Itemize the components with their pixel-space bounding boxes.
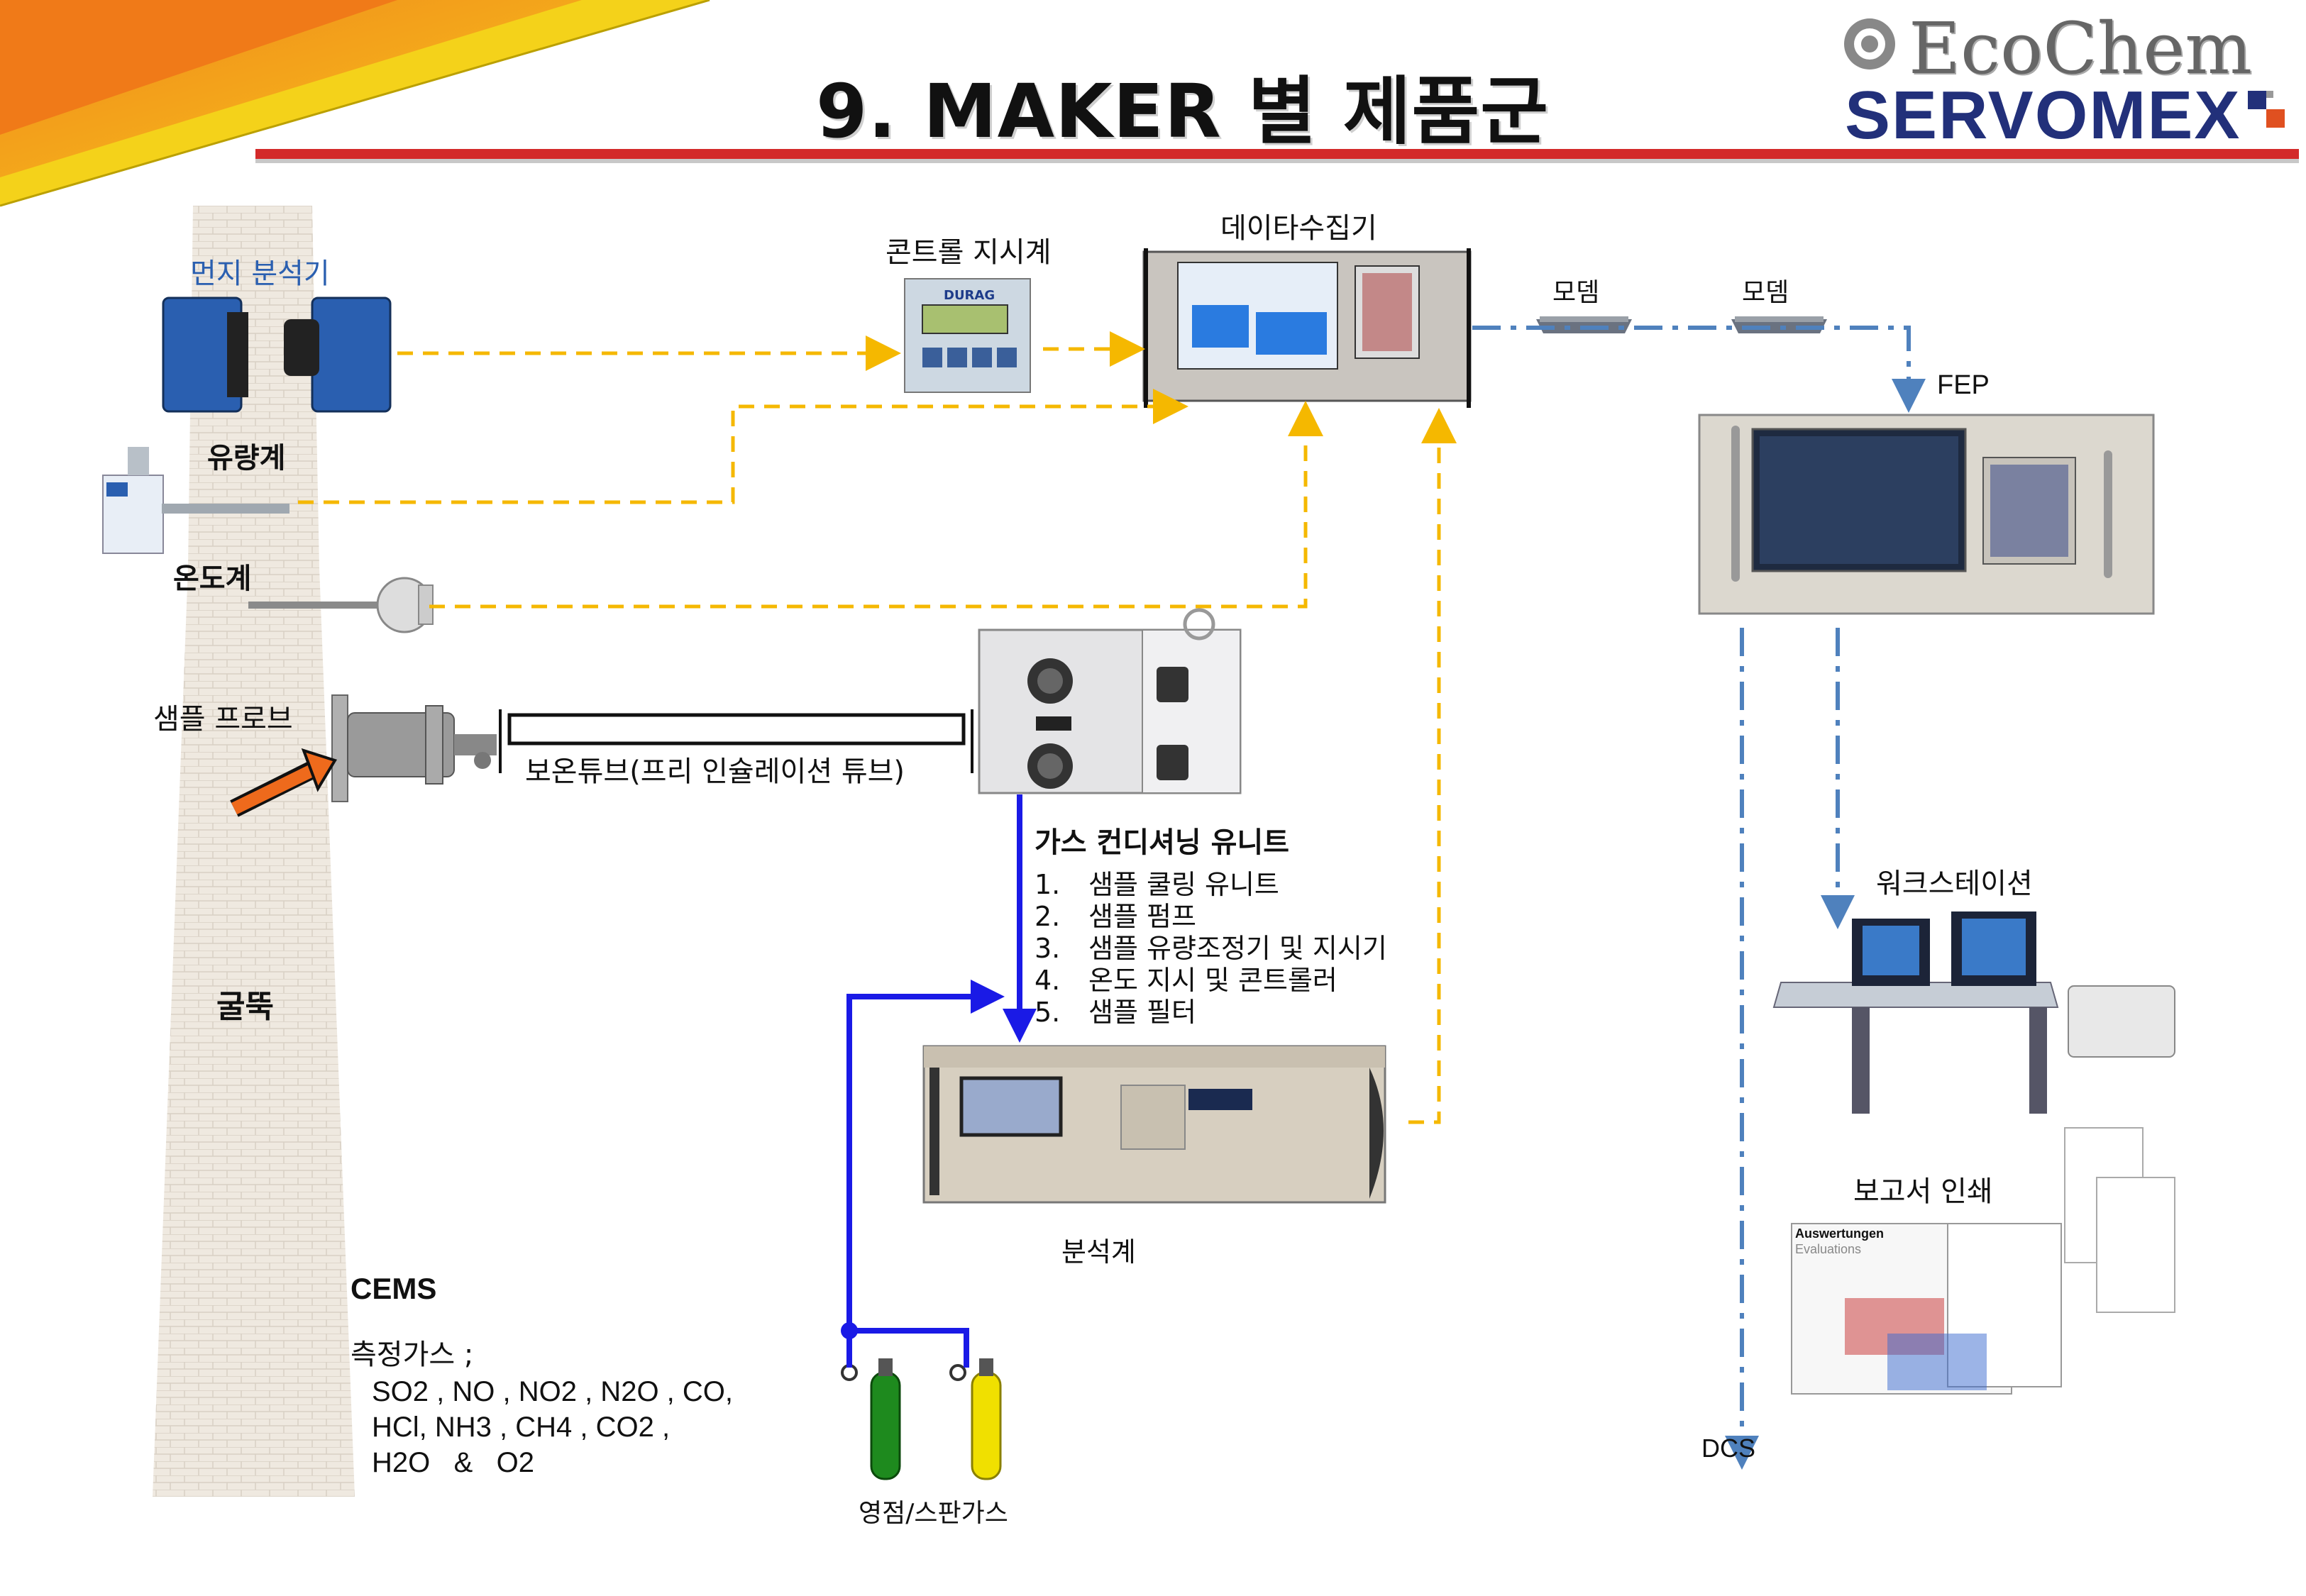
gas-conditioning-title: 가스 컨디셔닝 유니트 [1035, 826, 1290, 859]
modem-label-2: 모뎀 [1742, 278, 1789, 307]
gas-conditioning-item: 5. 샘플 필터 [1035, 990, 1196, 1029]
gas-lines [841, 794, 1037, 1368]
ecochem-logo-mark [1844, 18, 1895, 70]
cems-gas-line: HCl, NH3 , CH4 , CO2 , [372, 1412, 671, 1443]
sample-probe-label: 샘플 프로브 [153, 703, 293, 736]
durag-brand-label: DURAG [944, 288, 995, 303]
workstation-label: 워크스테이션 [1876, 868, 2033, 900]
analyzer-label: 분석계 [1061, 1236, 1136, 1268]
heated-tube [499, 709, 973, 773]
dust-analyzer-device [162, 297, 392, 413]
flow-to-logger-line [298, 389, 1188, 504]
span-gas-cylinder [949, 1358, 1002, 1480]
gas-conditioning-item: 3. 샘플 유량조정기 및 지시기 [1035, 926, 1387, 965]
zero-gas-cylinder [841, 1358, 901, 1480]
report-title-text: Auswertungen [1795, 1226, 1885, 1241]
fep-label: FEP [1937, 370, 1990, 400]
data-logger-label: 데이타수집기 [1220, 212, 1377, 245]
zero-span-gas-label: 영점/스판가스 [859, 1499, 1008, 1528]
cems-gas-line: SO2 , NO , NO2 , N2O , CO, [372, 1376, 734, 1407]
report-subtitle-text: Evaluations [1795, 1242, 1862, 1256]
report-print-device [1791, 1127, 2175, 1395]
gas-conditioning-item: 2. 샘플 펌프 [1035, 894, 1196, 933]
control-indicator-label: 콘트롤 지시계 [886, 236, 1052, 269]
sample-probe-device [331, 694, 497, 802]
data-logger-device [1142, 248, 1472, 408]
modem-device-2 [1731, 316, 1827, 333]
item-text: 샘플 필터 [1088, 997, 1196, 1028]
logger-to-fep-line [1472, 326, 1926, 413]
dcs-label: DCS [1701, 1434, 1756, 1463]
item-number: 2. [1035, 901, 1061, 932]
title-underline [255, 149, 2299, 163]
ecochem-logo: EcoChem [1909, 7, 2253, 90]
item-text: 샘플 펌프 [1088, 901, 1196, 932]
fep-device [1698, 414, 2155, 615]
cems-title: CEMS [351, 1272, 437, 1305]
analyzer-device [922, 1045, 1386, 1204]
page-title: 9. MAKER 별 제품군 [816, 68, 1549, 155]
signal-lines [298, 331, 1457, 1124]
workstation-device [1772, 911, 2175, 1114]
item-number: 1. [1035, 869, 1061, 900]
gas-conditioning-unit-device [978, 608, 1242, 794]
cems-gas-line: H2O & O2 [372, 1447, 534, 1478]
servomex-logo-mark [2248, 91, 2285, 128]
item-number: 3. [1035, 933, 1061, 964]
temp-to-logger-line [429, 401, 1323, 609]
probe-insertion-arrow [230, 748, 338, 817]
span-gas-line [849, 1328, 969, 1368]
item-text: 온도 지시 및 콘트롤러 [1088, 965, 1337, 996]
analyzer-to-logger-line [1408, 408, 1457, 1124]
item-number: 5. [1035, 997, 1061, 1028]
item-number: 4. [1035, 965, 1061, 996]
modem-device-1 [1536, 316, 1632, 333]
dust-analyzer-label: 먼지 분석기 [190, 257, 330, 290]
item-text: 샘플 쿨링 유니트 [1088, 869, 1279, 900]
item-text: 샘플 유량조정기 및 지시기 [1088, 933, 1387, 964]
report-print-label: 보고서 인쇄 [1853, 1175, 1993, 1208]
network-lines [1472, 326, 1926, 1470]
gas-conditioning-item: 1. 샘플 쿨링 유니트 [1035, 863, 1279, 902]
control-indicator-device [904, 278, 1031, 393]
chimney-label: 굴뚝 [216, 989, 274, 1025]
gas-conditioning-item: 4. 온도 지시 및 콘트롤러 [1035, 958, 1337, 997]
cems-subtitle: 측정가스 ; [351, 1339, 474, 1371]
corner-decoration [0, 0, 710, 207]
thermometer-label: 온도계 [173, 563, 252, 595]
heated-tube-label: 보온튜브(프리 인슐레이션 튜브) [525, 755, 905, 788]
cal-gas-to-analyzer-line [846, 980, 1005, 1368]
flow-meter-device [102, 447, 289, 554]
flow-meter-label: 유량계 [207, 442, 286, 475]
servomex-logo: SERVOMEX [1845, 77, 2241, 153]
modem-label-1: 모뎀 [1552, 278, 1600, 307]
